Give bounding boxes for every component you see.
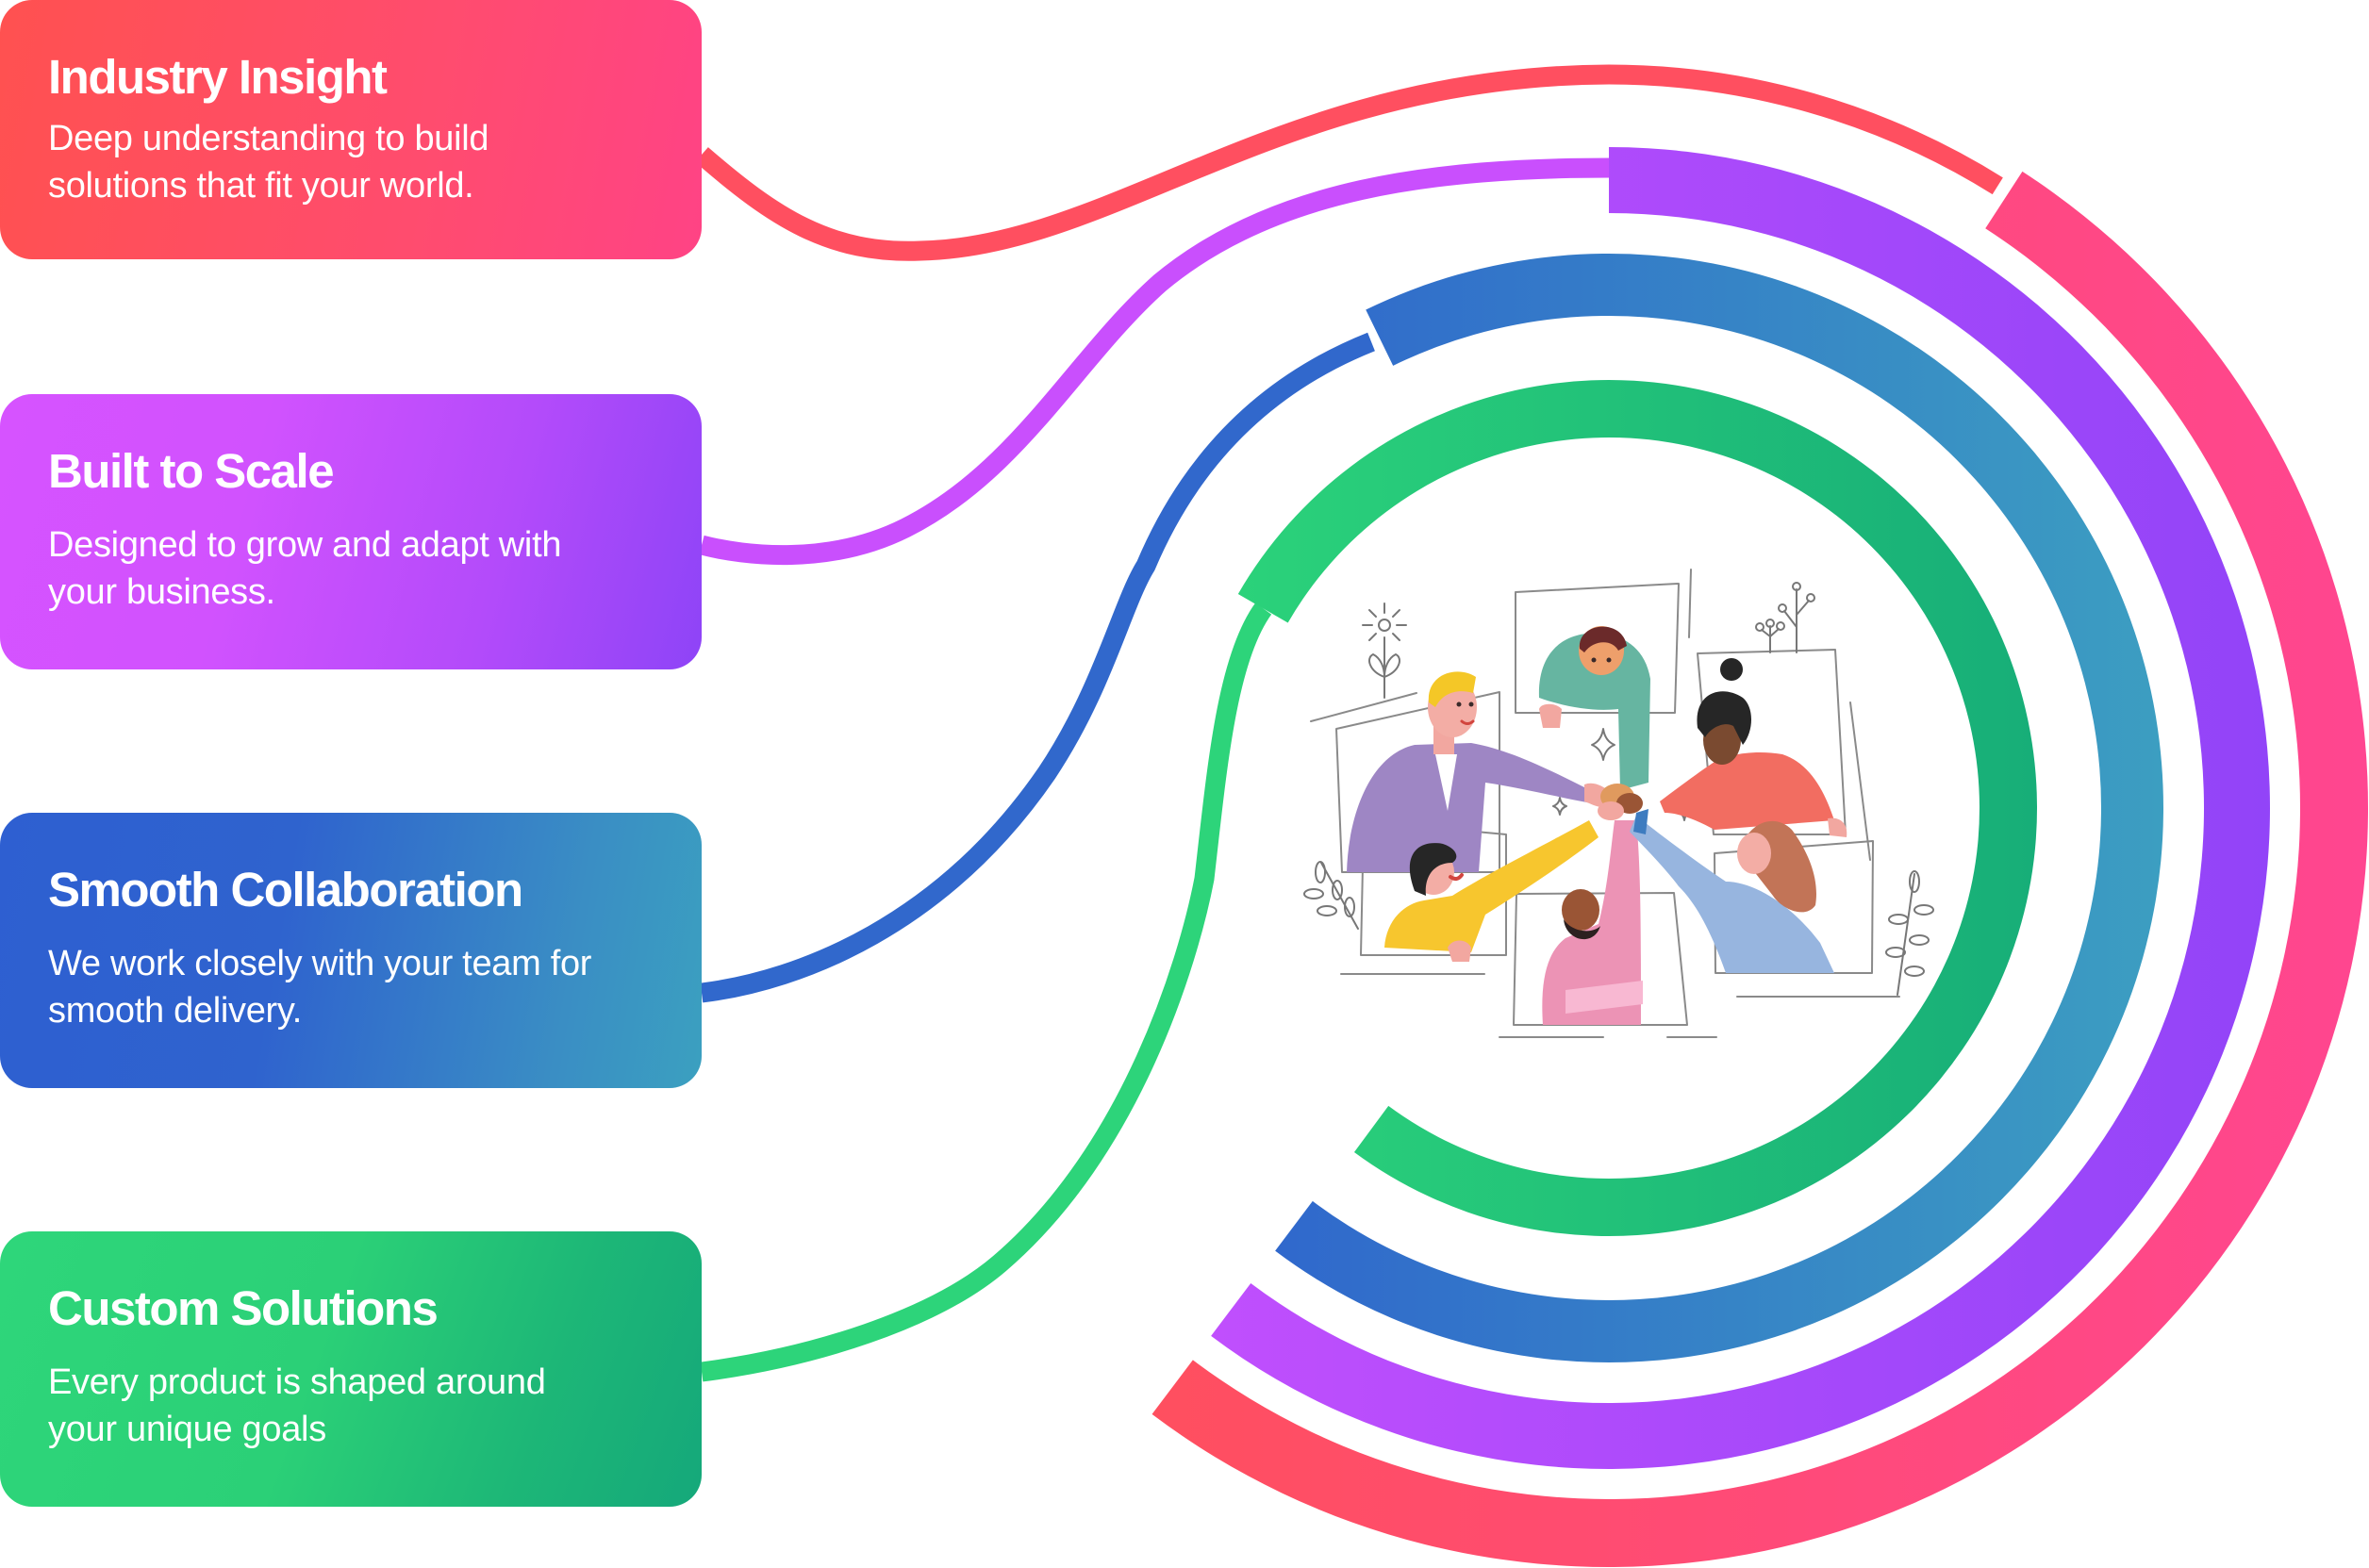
person-teal-shirt	[1538, 626, 1650, 790]
window-frame	[1310, 692, 1417, 722]
feature-card-built-to-scale: Built to Scale Designed to grow and adap…	[0, 394, 702, 669]
card-title: Built to Scale	[48, 444, 335, 498]
person-yellow-shirt	[1384, 820, 1599, 962]
person-purple-shirt	[1347, 671, 1611, 872]
feature-card-custom-solutions: Custom Solutions Every product is shaped…	[0, 1231, 702, 1507]
card-title: Smooth Collaboration	[48, 863, 523, 916]
card-description: Deep understanding to build solutions th…	[48, 119, 489, 206]
window-frame	[1688, 569, 1692, 638]
person-blue-shirt	[1630, 809, 1834, 973]
connector-built-to-scale	[699, 157, 1612, 566]
card-title: Custom Solutions	[48, 1281, 439, 1335]
connector-industry-insight	[695, 64, 2003, 261]
connector-smooth-collaboration	[700, 332, 1375, 1003]
card-description: Every product is shaped around your uniq…	[48, 1362, 546, 1449]
stacked-hands	[1598, 784, 1643, 820]
person-coral-shirt	[1660, 658, 1847, 837]
person-pink-shirt	[1542, 820, 1643, 1025]
card-title: Industry Insight	[48, 50, 388, 104]
leaf-branch-icon	[1885, 870, 1934, 996]
feature-card-industry-insight: Industry Insight Deep understanding to b…	[0, 0, 702, 259]
purple-arc	[1211, 147, 2270, 1469]
feature-card-smooth-collaboration: Smooth Collaboration We work closely wit…	[0, 813, 702, 1088]
flower-icon	[1362, 602, 1407, 699]
card-description: We work closely with your team for smoot…	[48, 944, 592, 1031]
window-frame	[1515, 583, 1680, 714]
blue-arc	[1275, 253, 2164, 1362]
card-description: Designed to grow and adapt with your bus…	[48, 525, 562, 612]
pink-arc	[1151, 171, 2369, 1568]
window-frame	[1849, 701, 1871, 861]
branch-plant-icon	[1755, 582, 1815, 653]
connector-custom-solutions	[700, 602, 1272, 1382]
leaf-branch-icon	[1303, 861, 1359, 930]
team-illustration	[1303, 569, 1934, 1038]
